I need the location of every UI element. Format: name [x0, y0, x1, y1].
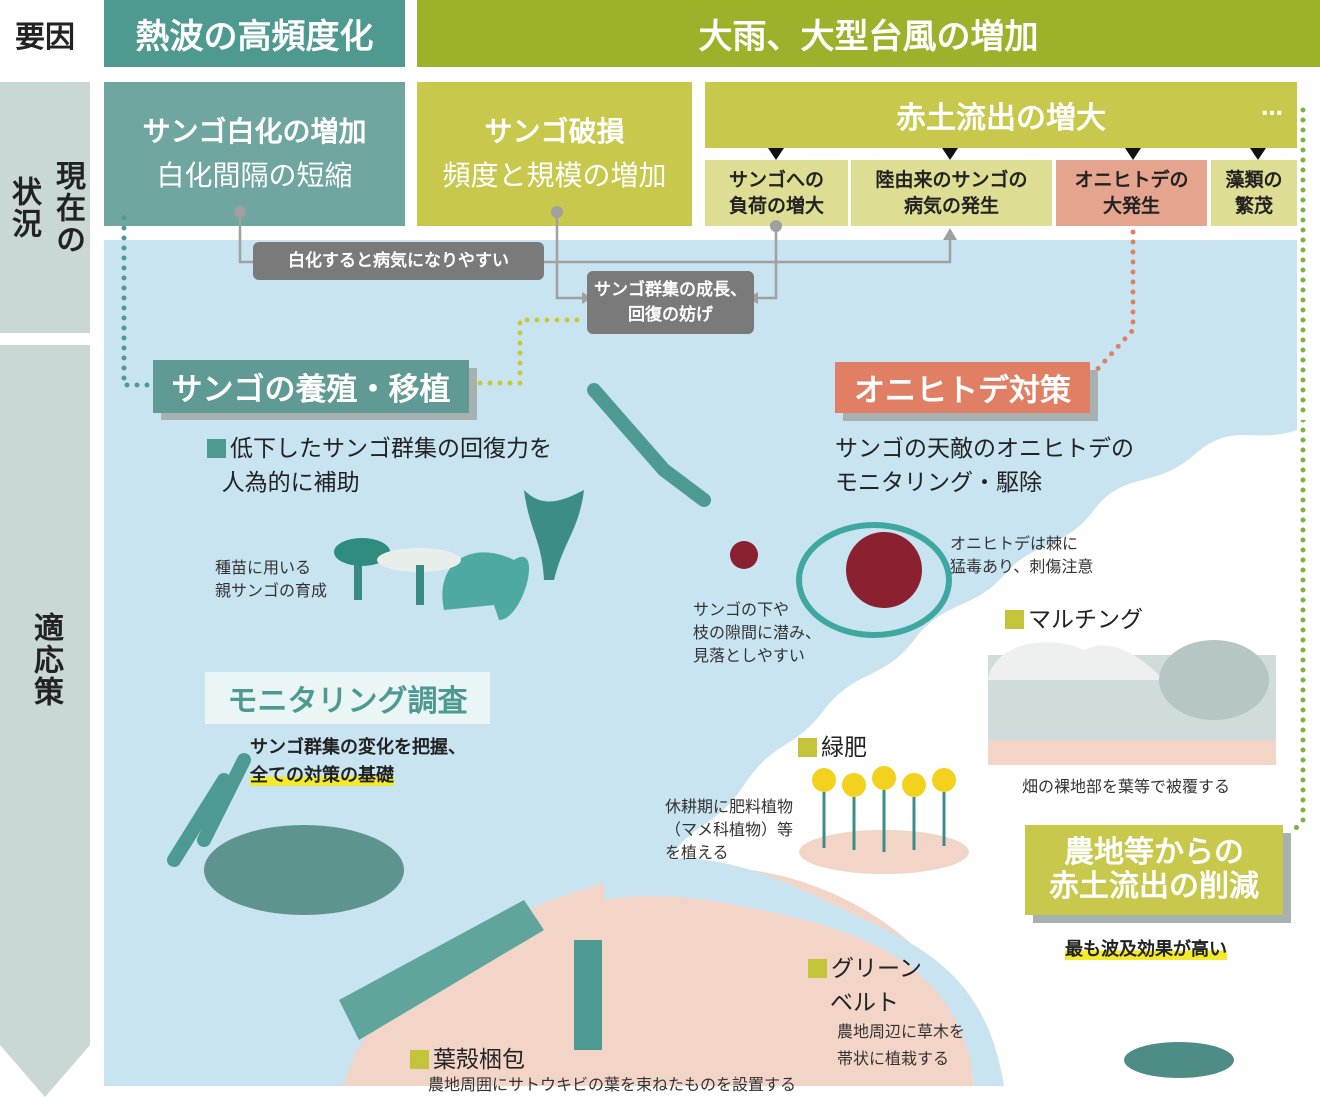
- green-belt-title: グリーン ベルト: [808, 952, 922, 1020]
- green-manure-desc: 休耕期に肥料植物（マメ科植物）等を植える: [665, 797, 794, 862]
- sub-algae: 藻類の繁茂: [1211, 160, 1297, 226]
- farming-title: サンゴの養殖・移植: [153, 360, 469, 413]
- damage-line1: サンゴ破損: [484, 115, 625, 148]
- starfish-note-hiding: サンゴの下や枝の隙間に潜み、見落としやすい: [693, 600, 822, 665]
- coral-branch: [796, 522, 952, 638]
- red-soil-label: 赤土流出の増大: [896, 101, 1106, 136]
- red-soil-box: 赤土流出の増大 …: [705, 82, 1297, 148]
- sub-load: サンゴへの負荷の増大: [705, 160, 848, 226]
- current-panel: 現在の状況: [0, 82, 90, 333]
- river: [604, 858, 1004, 1086]
- adaptation-arrow: [0, 345, 90, 1097]
- ellipsis: …: [1261, 96, 1283, 121]
- rain-header: 大雨、大型台風の増加: [417, 0, 1320, 67]
- damage-box: サンゴ破損 頻度と規模の増加: [417, 82, 692, 226]
- starfish-note-poison: オニヒトデは棘に猛毒あり、刺傷注意: [950, 534, 1094, 576]
- green-manure-title: 緑肥: [798, 728, 867, 762]
- reduction-note: 最も波及効果が高い: [1065, 939, 1227, 960]
- starfish-title: オニヒトデ対策: [835, 362, 1090, 413]
- monitoring-title: モニタリング調査: [205, 672, 490, 724]
- monitoring-desc: サンゴ群集の変化を把握、全ての対策の基礎: [250, 737, 466, 786]
- disease-note: 白化すると病気になりやすい: [253, 242, 544, 280]
- heatwave-header: 熱波の高頻度化: [104, 0, 405, 67]
- damage-line2: 頻度と規模の増加: [442, 159, 667, 192]
- connectors: [121, 107, 1306, 420]
- diver-top: [587, 383, 711, 507]
- bale-desc: 農地周囲にサトウキビの葉を束ねたものを設置する: [428, 1075, 797, 1094]
- sunflowers: [812, 766, 956, 797]
- adaptation-label: 適応策: [28, 612, 63, 708]
- green-belt-desc: 農地周辺に草木を帯状に植栽する: [837, 1022, 966, 1068]
- bleaching-line2: 白化間隔の短縮: [156, 159, 353, 192]
- trees: [1124, 1042, 1234, 1078]
- current-label: 現在の状況: [6, 159, 85, 256]
- mulching-title: マルチング: [1005, 600, 1143, 634]
- farming-note: 種苗に用いる親サンゴの育成: [215, 558, 328, 600]
- sub-starfish: オニヒトデの大発生: [1056, 160, 1207, 226]
- reduction-title: 農地等からの赤土流出の削減: [1025, 825, 1283, 915]
- starfish-small: [730, 541, 758, 569]
- mulching-desc: 畑の裸地部を葉等で被覆する: [1022, 777, 1231, 796]
- farming-desc: 低下したサンゴ群集の回復力を 人為的に補助: [207, 432, 552, 500]
- crown-of-thorns-starfish: [846, 532, 922, 608]
- leaf-bale: [339, 900, 544, 1040]
- starfish-desc: サンゴの天敵のオニヒトデのモニタリング・駆除: [835, 436, 1134, 496]
- bleaching-line1: サンゴ白化の増加: [142, 115, 367, 148]
- bale-title: 葉殻梱包: [410, 1040, 525, 1074]
- growth-note: サンゴ群集の成長、回復の妨げ: [587, 271, 754, 334]
- sunflower-stems: [822, 790, 946, 852]
- farmer: [574, 940, 602, 1050]
- sub-disease: 陸由来のサンゴの病気の発生: [851, 160, 1052, 226]
- factor-label: 要因: [15, 19, 75, 55]
- diver-monitoring: [167, 753, 251, 867]
- bleaching-box: サンゴ白化の増加 白化間隔の短縮: [104, 82, 405, 226]
- monitor-coral: [204, 825, 404, 915]
